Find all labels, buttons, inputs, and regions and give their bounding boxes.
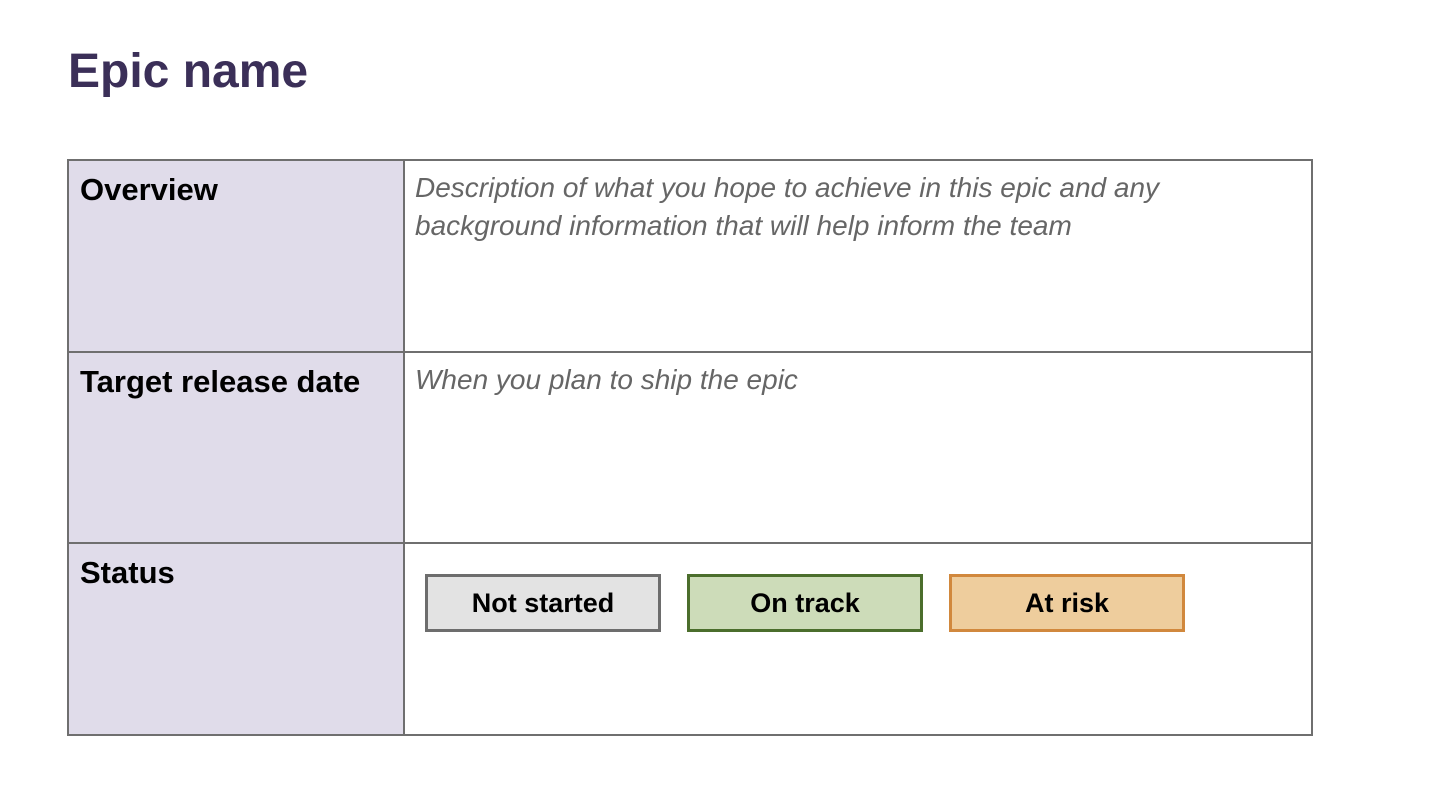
overview-placeholder-line-1: Description of what you hope to achieve … — [415, 172, 1160, 203]
status-chip-group: Not started On track At risk — [425, 574, 1301, 633]
target-release-date-label-cell: Target release date — [67, 350, 405, 545]
target-release-date-placeholder: When you plan to ship the epic — [415, 363, 798, 395]
status-chip-not-started[interactable]: Not started — [425, 574, 661, 633]
table-row-status: Status Not started On track At risk — [67, 542, 1313, 736]
status-label: Status — [80, 555, 175, 591]
overview-value-cell[interactable]: Description of what you hope to achieve … — [403, 159, 1313, 353]
target-release-date-label: Target release date — [80, 363, 361, 399]
table-row-target-release-date: Target release date When you plan to shi… — [67, 350, 1313, 545]
status-chip-on-track[interactable]: On track — [687, 574, 923, 633]
page-title: Epic name — [68, 45, 309, 98]
epic-details-table: Overview Description of what you hope to… — [67, 159, 1313, 736]
status-chip-at-risk[interactable]: At risk — [949, 574, 1185, 633]
overview-label-cell: Overview — [67, 159, 405, 353]
target-release-date-value-cell[interactable]: When you plan to ship the epic — [403, 350, 1313, 545]
overview-placeholder-line-2: background information that will help in… — [415, 210, 1072, 241]
overview-label: Overview — [80, 172, 218, 207]
status-value-cell: Not started On track At risk — [403, 542, 1313, 736]
table-row-overview: Overview Description of what you hope to… — [67, 159, 1313, 353]
status-label-cell: Status — [67, 542, 405, 736]
